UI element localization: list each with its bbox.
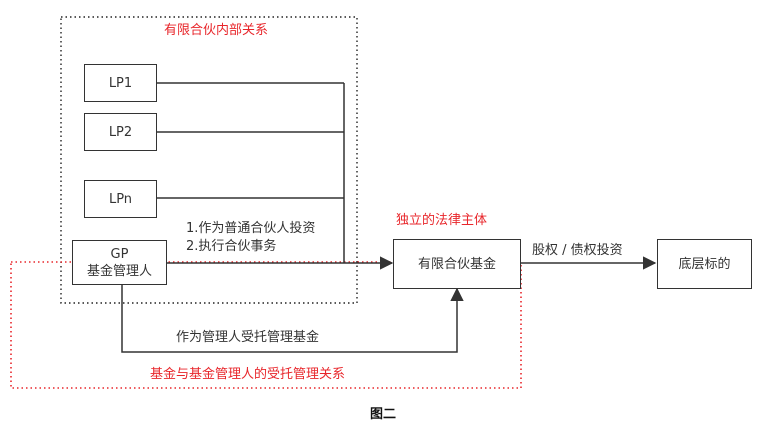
gp-manager-node: GP 基金管理人 [72,240,167,285]
underlying-target-node: 底层标的 [657,239,752,289]
lp1-node: LP1 [84,64,157,102]
lpn-node: LPn [84,180,157,218]
legal-entity-label: 独立的法律主体 [396,213,488,228]
trust-management-label: 作为管理人受托管理基金 [176,330,320,345]
manager-node-label: 基金管理人 [86,263,152,279]
limited-partnership-fund-node: 有限合伙基金 [393,239,521,289]
gp-node-label: GP [110,246,129,262]
trust-relationship-group [10,261,522,389]
lp2-node: LP2 [84,113,157,151]
internal-relationship-group [60,16,358,304]
gp-role-label-1: 1.作为普通合伙人投资 [186,221,316,236]
gp-trust-management-arrow [121,285,464,353]
trust-relationship-title: 基金与基金管理人的受托管理关系 [150,367,346,382]
internal-relationship-title: 有限合伙内部关系 [164,23,269,38]
gp-role-label-2: 2.执行合伙事务 [186,239,277,254]
figure-caption: 图二 [370,407,397,422]
investment-label: 股权 / 债权投资 [532,243,623,258]
